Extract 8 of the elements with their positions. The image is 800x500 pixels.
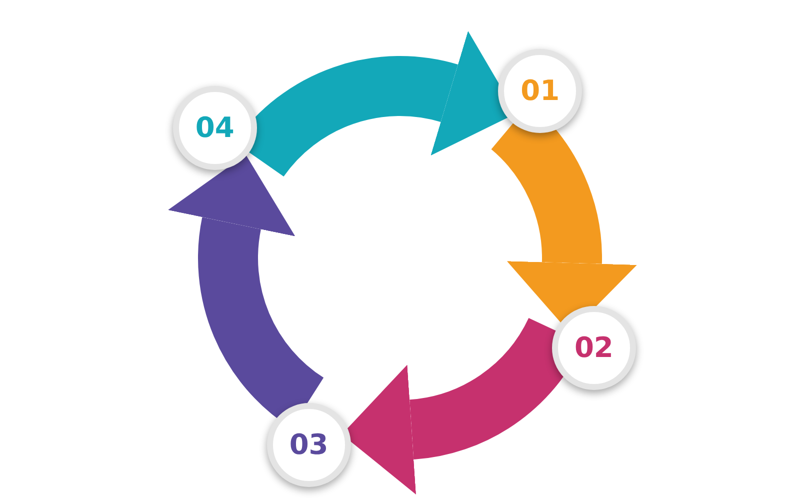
step-number: 03 (289, 430, 328, 459)
step-number: 04 (195, 114, 234, 142)
step-circle (498, 49, 582, 133)
step-circle (172, 86, 257, 170)
step-circle (266, 402, 351, 487)
step-number: 02 (574, 334, 614, 362)
step-number: 01 (520, 77, 560, 105)
step-circle (552, 306, 636, 390)
